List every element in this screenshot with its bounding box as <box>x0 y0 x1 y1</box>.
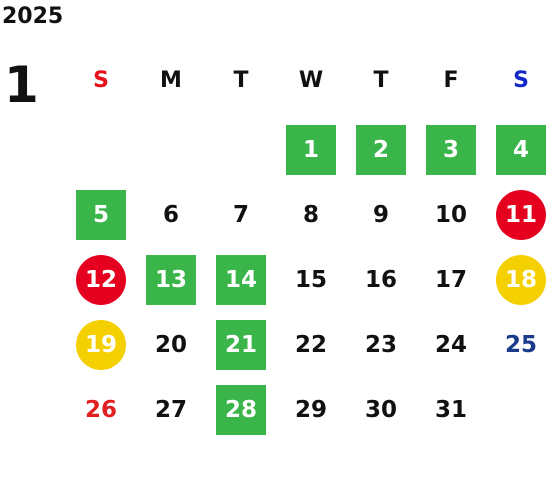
day-2[interactable]: 2 <box>356 125 406 175</box>
day-10[interactable]: 10 <box>434 202 467 228</box>
weekday-1: M <box>160 68 182 93</box>
day-12[interactable]: 12 <box>76 255 126 305</box>
month-number: 1 <box>4 56 39 114</box>
day-7[interactable]: 7 <box>232 202 249 228</box>
day-22[interactable]: 22 <box>294 332 327 358</box>
day-30[interactable]: 30 <box>364 397 397 423</box>
day-14[interactable]: 14 <box>216 255 266 305</box>
day-9[interactable]: 9 <box>372 202 389 228</box>
weekday-3: W <box>298 68 324 93</box>
day-17[interactable]: 17 <box>434 267 467 293</box>
day-27[interactable]: 27 <box>154 397 187 423</box>
day-8[interactable]: 8 <box>302 202 319 228</box>
day-23[interactable]: 23 <box>364 332 397 358</box>
day-25[interactable]: 25 <box>504 332 537 358</box>
weekday-4: T <box>373 68 389 93</box>
day-6[interactable]: 6 <box>162 202 179 228</box>
day-3[interactable]: 3 <box>426 125 476 175</box>
day-28[interactable]: 28 <box>216 385 266 435</box>
day-21[interactable]: 21 <box>216 320 266 370</box>
day-20[interactable]: 20 <box>154 332 187 358</box>
day-1[interactable]: 1 <box>286 125 336 175</box>
day-19[interactable]: 19 <box>76 320 126 370</box>
day-18[interactable]: 18 <box>496 255 546 305</box>
day-24[interactable]: 24 <box>434 332 467 358</box>
year-label: 2025 <box>2 4 64 29</box>
day-13[interactable]: 13 <box>146 255 196 305</box>
weekday-0: S <box>93 68 109 93</box>
day-4[interactable]: 4 <box>496 125 546 175</box>
weekday-5: F <box>443 68 459 93</box>
day-16[interactable]: 16 <box>364 267 397 293</box>
day-26[interactable]: 26 <box>84 397 117 423</box>
day-5[interactable]: 5 <box>76 190 126 240</box>
day-29[interactable]: 29 <box>294 397 327 423</box>
day-31[interactable]: 31 <box>434 397 467 423</box>
day-11[interactable]: 11 <box>496 190 546 240</box>
weekday-2: T <box>233 68 249 93</box>
weekday-6: S <box>513 68 529 93</box>
day-15[interactable]: 15 <box>294 267 327 293</box>
